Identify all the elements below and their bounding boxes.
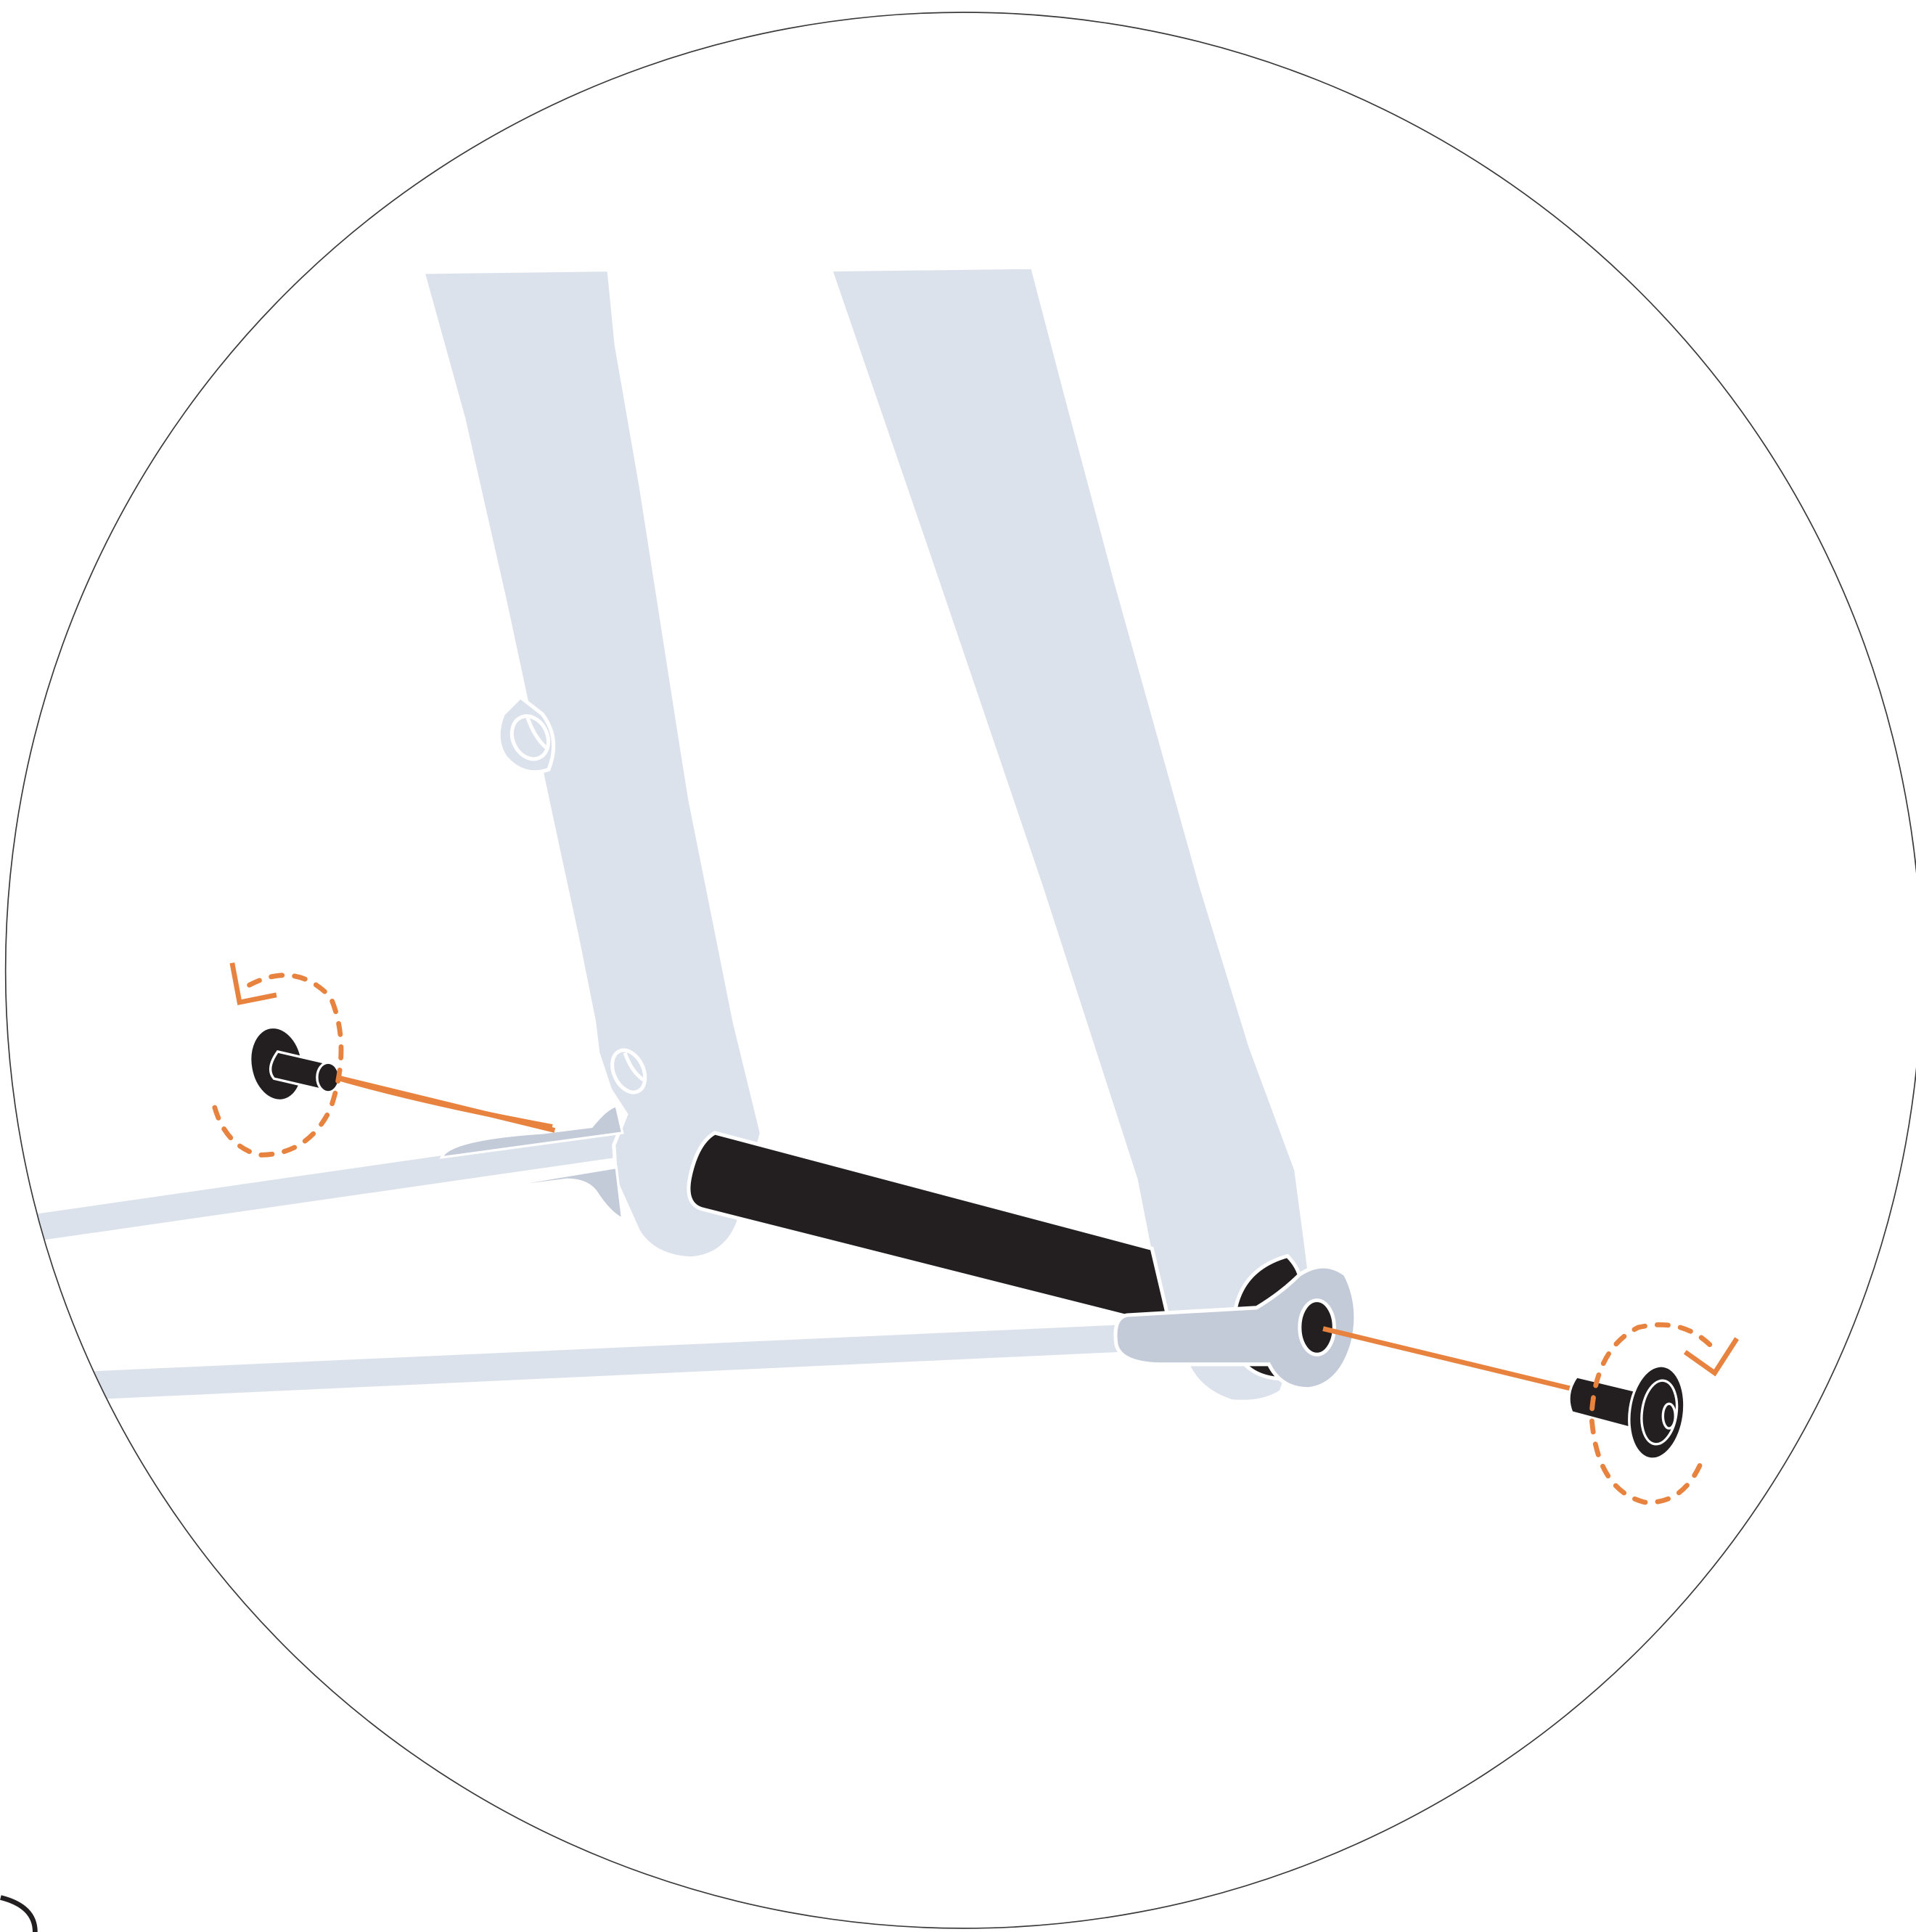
- bolt-cap-icon: [1569, 1362, 1690, 1462]
- lever-bore: [1300, 1301, 1335, 1355]
- left-axle-line: [1, 1130, 616, 1245]
- illustration-content: [1, 267, 1356, 1404]
- left-bolt-group: [213, 963, 555, 1155]
- bolt-cap-icon: [245, 1023, 339, 1105]
- corner-badge-fragment: [1, 1897, 36, 1932]
- lower-axle-line: [1, 1324, 1146, 1404]
- right-bolt-group: [1323, 1325, 1737, 1502]
- right-guide-line: [1323, 1329, 1583, 1392]
- through-axle: [689, 1133, 1171, 1327]
